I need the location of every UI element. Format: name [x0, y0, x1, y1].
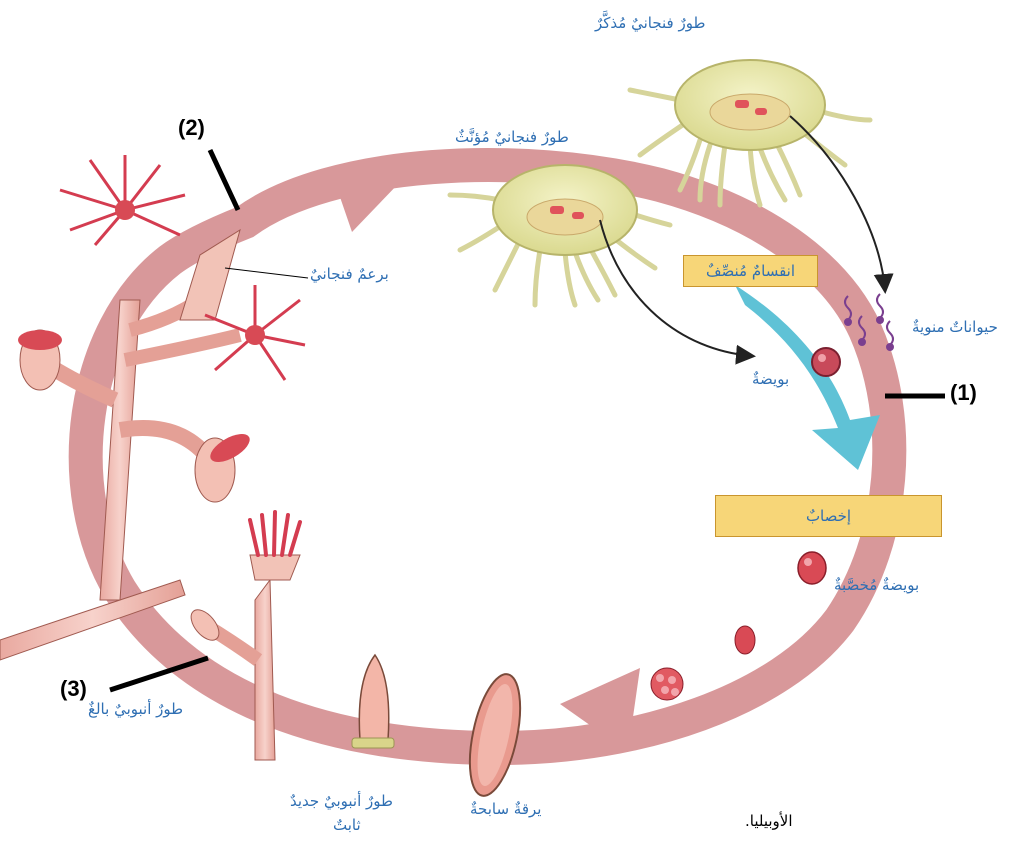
label-female-medusa: طورٌ فنجانيٌ مُؤنَّثٌ — [455, 128, 569, 146]
zygote-cell — [798, 552, 826, 584]
egg-cell — [812, 348, 840, 376]
blastula — [651, 668, 683, 700]
label-male-medusa: طورٌ فنجانيٌ مُذكَّرٌ — [595, 14, 705, 32]
marker-2: (2) — [178, 115, 205, 141]
marker-3: (3) — [60, 676, 87, 702]
label-egg: بويضةٌ — [752, 370, 789, 388]
label-adult-polyp: طورٌ أنبوبيٌ بالغٌ — [88, 700, 183, 718]
label-zygote: بويضةٌ مُخصَّبةٌ — [834, 576, 919, 594]
dividing-embryo — [735, 626, 755, 654]
fertilization-box: إخصابٌ — [715, 495, 942, 537]
caption-text: الأوبيليا. — [745, 812, 793, 830]
label-new-polyp-line2: ثابتٌ — [333, 816, 361, 834]
label-new-polyp-line1: طورٌ أنبوبيٌ جديدٌ — [290, 792, 393, 810]
label-medusa-bud: برعمٌ فنجانيٌ — [310, 265, 389, 283]
meiosis-box: انقسامٌ مُنصِّفٌ — [683, 255, 818, 287]
label-sperm: حيواناتٌ منويةٌ — [912, 318, 998, 336]
label-larva: يرقةٌ سابحةٌ — [470, 800, 541, 818]
marker-1: (1) — [950, 380, 977, 406]
